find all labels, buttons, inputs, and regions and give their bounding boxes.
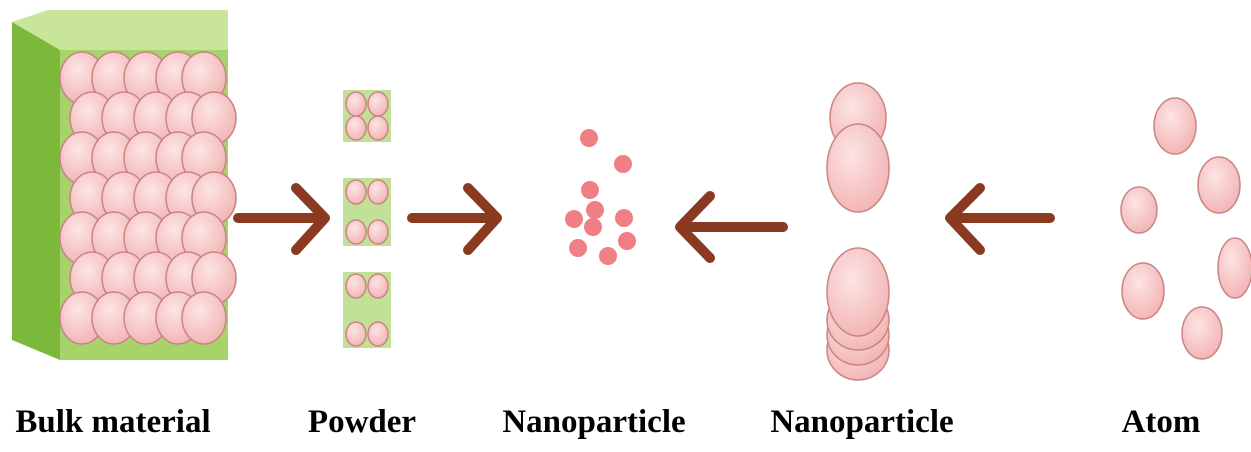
label-atom: Atom bbox=[1122, 402, 1201, 442]
label-powder: Powder bbox=[308, 402, 416, 442]
powder-particle bbox=[346, 322, 366, 346]
label-nanoparticle-stacks: Nanoparticle bbox=[770, 402, 953, 442]
powder-cluster bbox=[343, 272, 391, 348]
arrow-left-icon bbox=[950, 188, 1050, 250]
nanoparticle-dot bbox=[584, 218, 602, 236]
powder-clusters bbox=[343, 90, 391, 348]
powder-particle bbox=[368, 116, 388, 140]
atom-circles bbox=[1121, 98, 1251, 359]
nanoparticle-dot bbox=[569, 239, 587, 257]
powder-particle bbox=[368, 274, 388, 298]
powder-particle bbox=[346, 180, 366, 204]
atom-circle bbox=[1182, 307, 1222, 359]
nanoparticle-dot bbox=[615, 209, 633, 227]
nanoparticle-dot bbox=[565, 210, 583, 228]
cube-side-face bbox=[12, 22, 60, 360]
bulk-particles bbox=[60, 52, 236, 344]
atom-circle bbox=[1218, 238, 1251, 298]
atom-circle bbox=[1121, 187, 1157, 233]
powder-particle bbox=[368, 92, 388, 116]
nanoparticle-dot bbox=[614, 155, 632, 173]
nanoparticle-dot bbox=[586, 201, 604, 219]
nanoparticle-stacks bbox=[827, 83, 889, 380]
nanoparticle-dot bbox=[581, 181, 599, 199]
atom-circle bbox=[1154, 98, 1196, 154]
arrow-left-icon bbox=[680, 196, 783, 258]
bulk-particle bbox=[182, 292, 226, 344]
atom-circle bbox=[1198, 157, 1240, 213]
powder-particle bbox=[346, 220, 366, 244]
arrow-right-icon bbox=[238, 188, 325, 250]
arrow-right-icon bbox=[412, 188, 497, 250]
atom-circle bbox=[1122, 263, 1164, 319]
powder-particle bbox=[368, 180, 388, 204]
bulk-material-cube bbox=[12, 10, 236, 360]
label-bulk-material: Bulk material bbox=[15, 402, 210, 442]
nanoparticle-dot bbox=[599, 247, 617, 265]
nanoparticle-dots bbox=[565, 129, 636, 265]
powder-particle bbox=[346, 274, 366, 298]
powder-particle bbox=[346, 116, 366, 140]
nanoparticle-dot bbox=[580, 129, 598, 147]
stack-disc bbox=[827, 124, 889, 212]
label-nanoparticle-dots: Nanoparticle bbox=[502, 402, 685, 442]
powder-cluster bbox=[343, 178, 391, 246]
powder-particle bbox=[368, 322, 388, 346]
nanoparticle-dot bbox=[618, 232, 636, 250]
powder-particle bbox=[346, 92, 366, 116]
powder-particle bbox=[368, 220, 388, 244]
powder-cluster bbox=[343, 90, 391, 142]
stack-disc bbox=[827, 248, 889, 336]
